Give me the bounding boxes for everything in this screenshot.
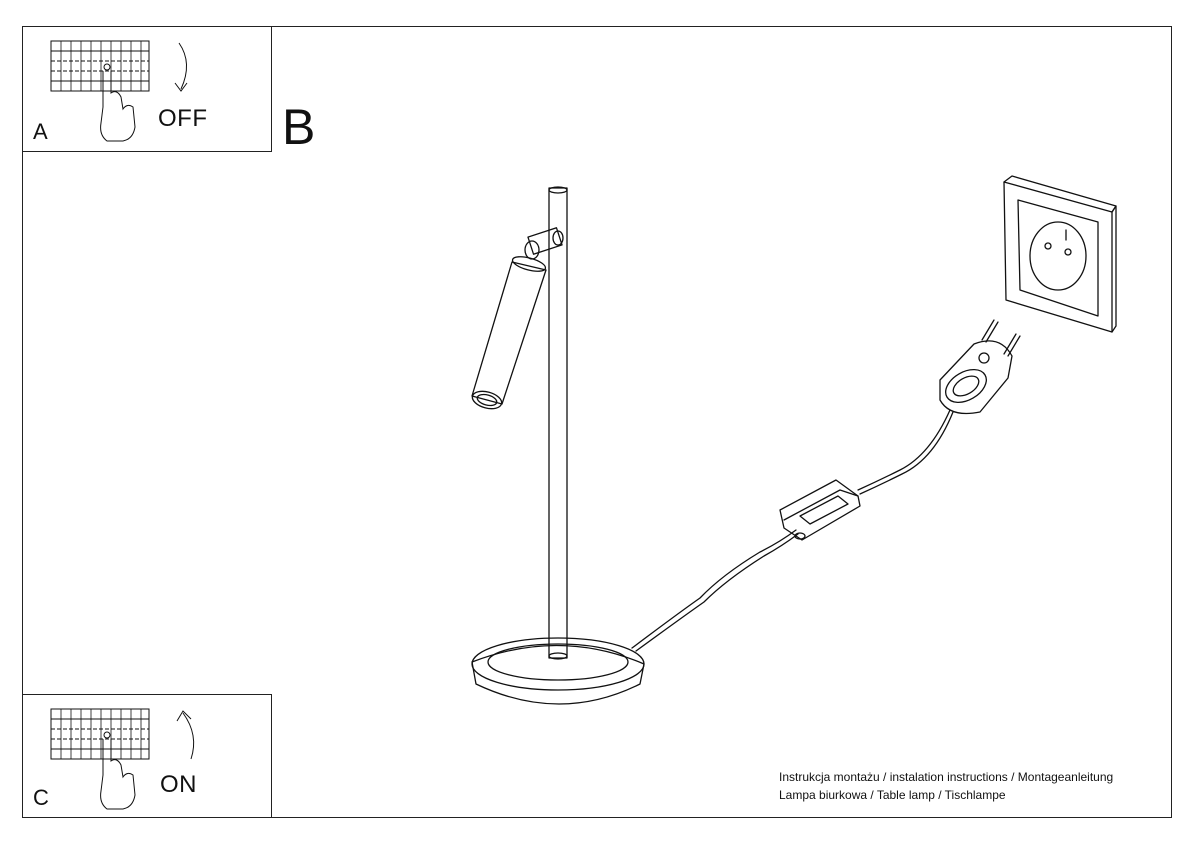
lamp-pole	[548, 187, 568, 659]
caption-line-2: Lampa biurkowa / Table lamp / Tischlampe	[779, 788, 1006, 802]
power-plug	[939, 319, 1021, 415]
step-b-letter: B	[282, 99, 316, 155]
wall-socket	[1003, 175, 1117, 333]
step-a-letter: A	[33, 119, 48, 144]
lamp-joint	[524, 227, 564, 260]
lamp-base	[471, 644, 645, 705]
lamp-head	[471, 256, 547, 410]
step-a-panel: A OFF	[22, 26, 272, 152]
step-c-letter: C	[33, 785, 49, 810]
page-frame	[22, 26, 1172, 818]
caption-line-1: Instrukcja montażu / instalation instruc…	[779, 770, 1114, 784]
circuit-breaker-on-icon	[50, 708, 195, 810]
lamp-cable	[631, 529, 797, 649]
cord-switch	[779, 479, 861, 541]
step-c-panel: C ON	[22, 694, 272, 818]
step-c-action: ON	[160, 771, 197, 798]
step-a-action: OFF	[158, 105, 208, 132]
circuit-breaker-off-icon	[50, 40, 188, 142]
